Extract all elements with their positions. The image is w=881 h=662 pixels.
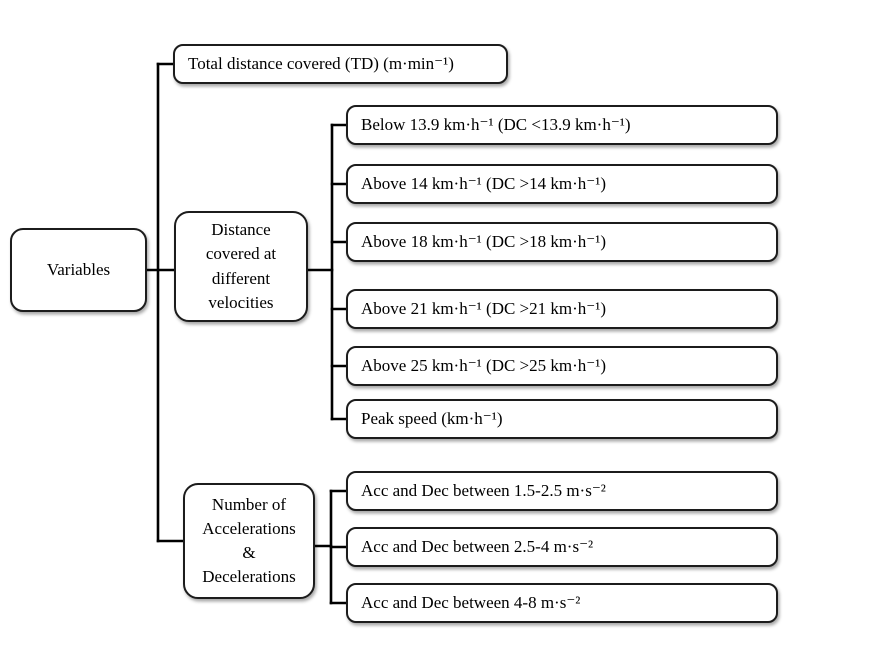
node-acc-4-8-label: Acc and Dec between 4-8 m·s⁻² xyxy=(361,592,581,612)
node-acc-2-5-4-label: Acc and Dec between 2.5-4 m·s⁻² xyxy=(361,536,594,556)
node-peak-speed: Peak speed (km·h⁻¹) xyxy=(346,399,778,439)
node-below-13-9: Below 13.9 km·h⁻¹ (DC <13.9 km·h⁻¹) xyxy=(346,105,778,145)
node-acceleration-group-label: Number of Accelerations & Decelerations xyxy=(202,494,296,587)
node-above-14-label: Above 14 km·h⁻¹ (DC >14 km·h⁻¹) xyxy=(361,173,607,193)
node-peak-speed-label: Peak speed (km·h⁻¹) xyxy=(361,408,503,428)
node-above-25-label: Above 25 km·h⁻¹ (DC >25 km·h⁻¹) xyxy=(361,355,607,375)
node-below-13-9-label: Below 13.9 km·h⁻¹ (DC <13.9 km·h⁻¹) xyxy=(361,114,631,134)
node-acc-1-5-2-5: Acc and Dec between 1.5-2.5 m·s⁻² xyxy=(346,471,778,511)
node-acceleration-group: Number of Accelerations & Decelerations xyxy=(183,483,315,599)
node-variables: Variables xyxy=(10,228,147,312)
node-above-14: Above 14 km·h⁻¹ (DC >14 km·h⁻¹) xyxy=(346,164,778,204)
node-above-18-label: Above 18 km·h⁻¹ (DC >18 km·h⁻¹) xyxy=(361,231,607,251)
node-acc-1-5-2-5-label: Acc and Dec between 1.5-2.5 m·s⁻² xyxy=(361,480,606,500)
node-above-21: Above 21 km·h⁻¹ (DC >21 km·h⁻¹) xyxy=(346,289,778,329)
node-above-25: Above 25 km·h⁻¹ (DC >25 km·h⁻¹) xyxy=(346,346,778,386)
node-acc-4-8: Acc and Dec between 4-8 m·s⁻² xyxy=(346,583,778,623)
node-total-distance: Total distance covered (TD) (m·min⁻¹) xyxy=(173,44,508,84)
node-variables-label: Variables xyxy=(46,259,111,279)
node-above-18: Above 18 km·h⁻¹ (DC >18 km·h⁻¹) xyxy=(346,222,778,262)
node-total-distance-label: Total distance covered (TD) (m·min⁻¹) xyxy=(188,53,454,73)
node-velocity-group: Distance covered at different velocities xyxy=(174,211,308,322)
node-above-21-label: Above 21 km·h⁻¹ (DC >21 km·h⁻¹) xyxy=(361,298,607,318)
node-velocity-group-label: Distance covered at different velocities xyxy=(205,220,277,312)
node-acc-2-5-4: Acc and Dec between 2.5-4 m·s⁻² xyxy=(346,527,778,567)
